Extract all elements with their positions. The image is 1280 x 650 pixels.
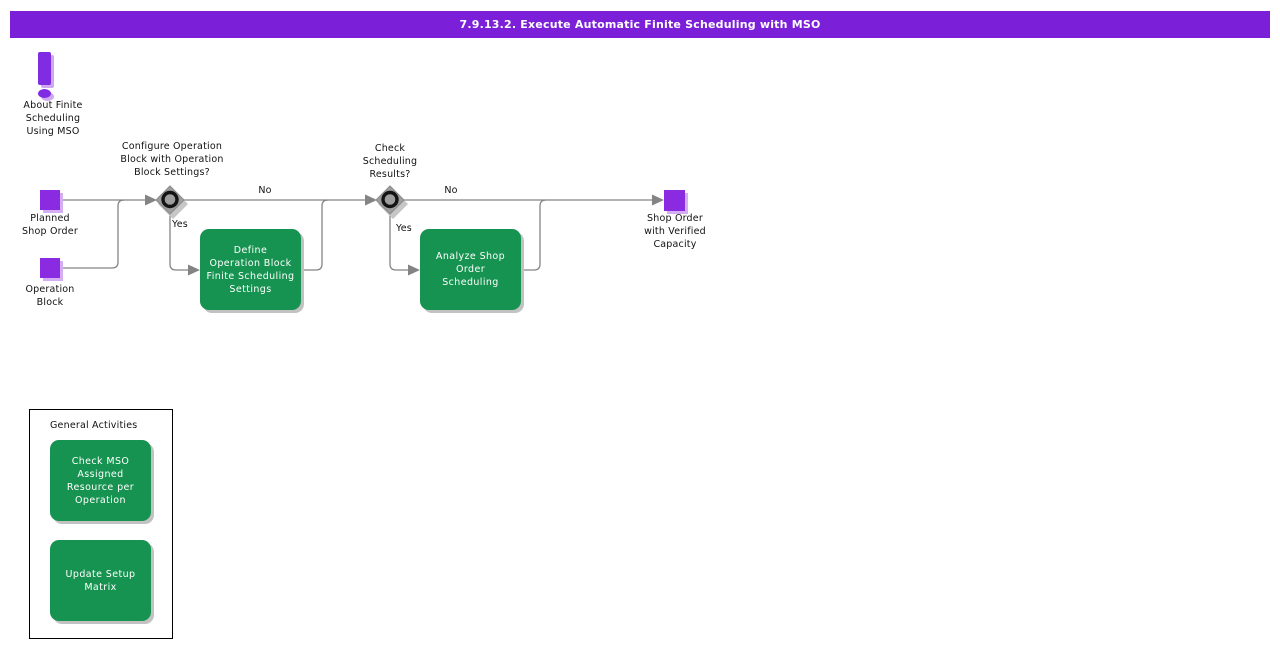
exclamation-dot [38, 89, 51, 98]
decision1-diamond [155, 185, 188, 219]
operation-block-label: Operation Block [25, 284, 75, 308]
decision2-diamond [375, 185, 408, 219]
operation-block-node[interactable] [40, 258, 60, 278]
connector-define-settings-out [301, 199, 329, 271]
activity-update-setup-matrix[interactable]: Update Setup Matrix [50, 540, 151, 621]
activity-analyze-shop-order-scheduling[interactable]: Analyze Shop Order Scheduling [420, 229, 521, 310]
decision2-question: Check Scheduling Results? [362, 143, 418, 180]
about-exclamation-icon[interactable] [38, 52, 54, 98]
connector-decision2-yes [389, 214, 408, 271]
general-activities-title: General Activities [50, 420, 138, 431]
exclamation-bar [38, 52, 51, 85]
decision1-yes-label: Yes [172, 219, 188, 230]
activity-define-operation-block-settings[interactable]: Define Operation Block Finite Scheduling… [200, 229, 301, 310]
decision2-no-label: No [444, 185, 458, 196]
shop-order-verified-label: Shop Order with Verified Capacity [644, 213, 706, 250]
arrowhead-into-decision1 [145, 194, 157, 206]
arrowhead-into-analyze [408, 264, 420, 276]
decision1-no-label: No [258, 185, 272, 196]
decision2-yes-label: Yes [396, 223, 412, 234]
planned-shop-order-node[interactable] [40, 190, 60, 210]
decision1-ring-icon [161, 190, 179, 209]
page-title: 7.9.13.2. Execute Automatic Finite Sched… [10, 11, 1270, 38]
arrowhead-into-define-settings [188, 264, 200, 276]
planned-shop-order-label: Planned Shop Order [22, 213, 78, 237]
page-title-text: 7.9.13.2. Execute Automatic Finite Sched… [459, 18, 821, 31]
about-label: About Finite Scheduling Using MSO [23, 100, 83, 137]
connector-analyze-out [521, 199, 547, 271]
shop-order-verified-node[interactable] [664, 190, 685, 211]
connector-operation-block-to-decision1 [60, 199, 125, 269]
general-activities-panel: General Activities Check MSO Assigned Re… [29, 409, 173, 639]
arrowhead-into-shop-order-verified [652, 194, 664, 206]
decision2-ring-icon [381, 190, 399, 209]
arrowhead-into-decision2 [365, 194, 377, 206]
connector-decision1-yes [169, 214, 188, 271]
activity-check-mso-assigned-resource[interactable]: Check MSO Assigned Resource per Operatio… [50, 440, 151, 521]
decision1-question: Configure Operation Block with Operation… [120, 141, 224, 178]
